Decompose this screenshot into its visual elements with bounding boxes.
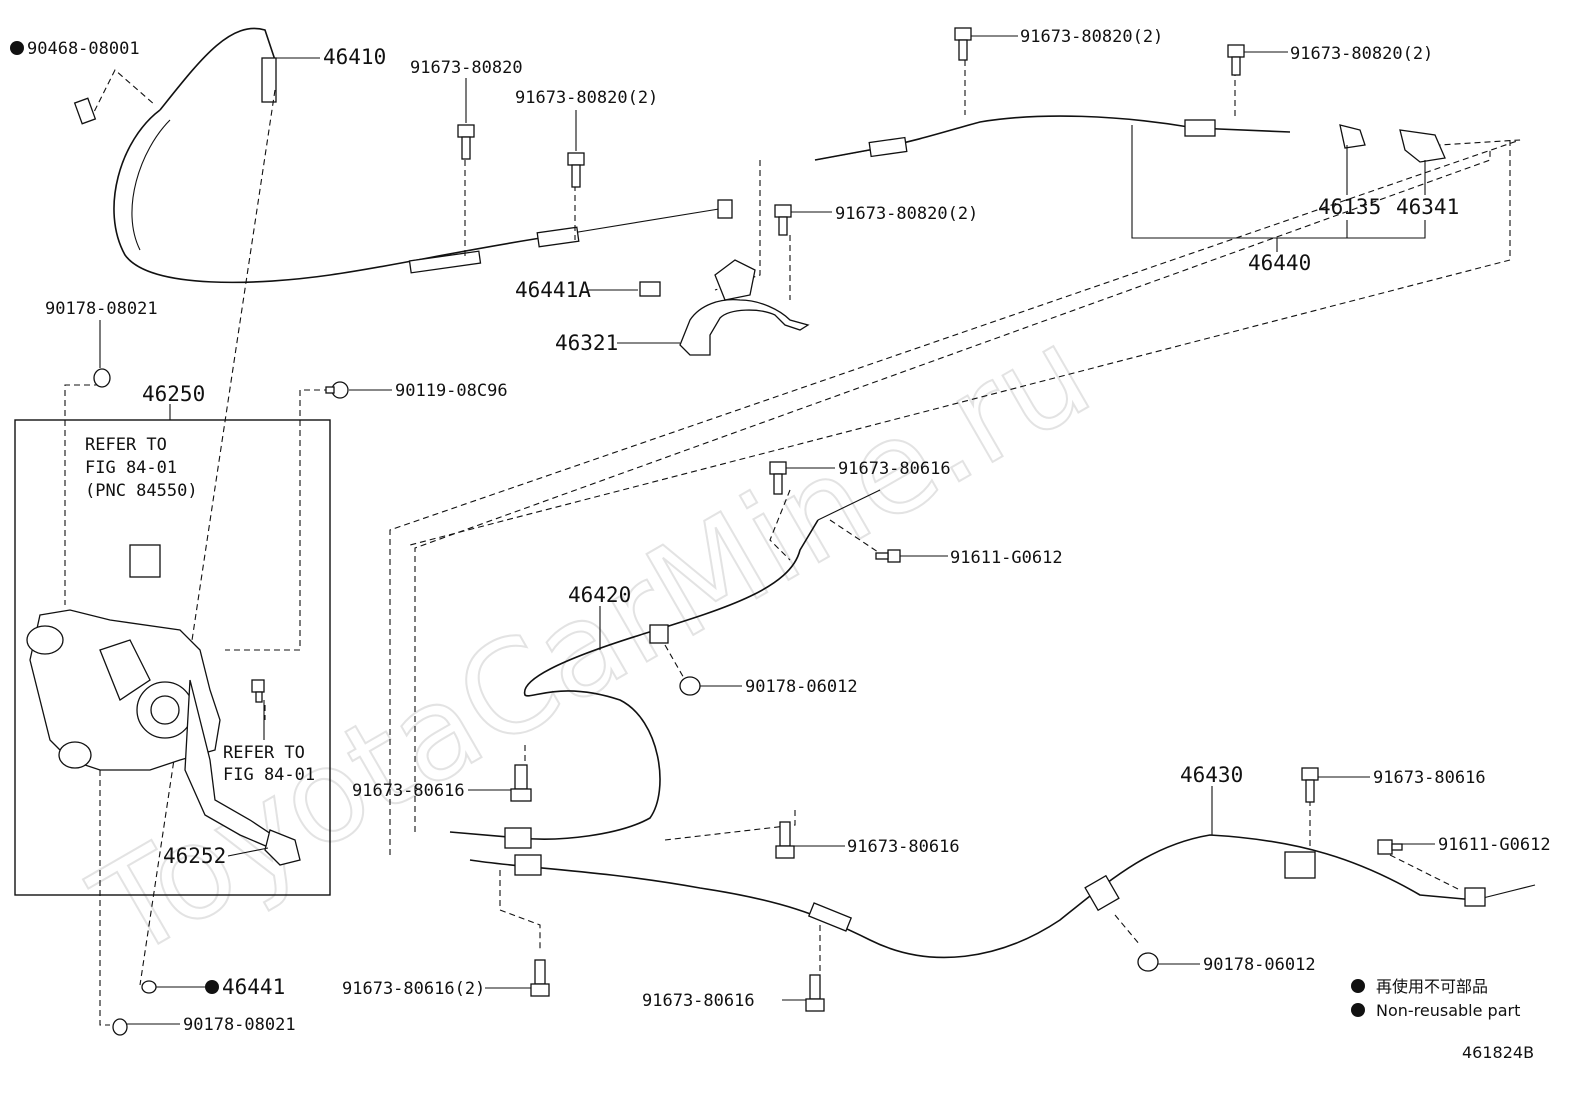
legend-english: Non-reusable part	[1376, 1001, 1520, 1020]
label-46440: 46440	[1248, 251, 1311, 275]
bolt-90119	[325, 381, 349, 399]
cable-46430	[469, 834, 1536, 959]
bolt-91673-80616-d	[775, 821, 795, 859]
label-91673-80616-e: 91673-80616(2)	[342, 979, 485, 999]
cable-46440	[814, 115, 1446, 163]
label-46430: 46430	[1180, 763, 1243, 787]
label-91673-80820-b: 91673-80820(2)	[515, 88, 658, 108]
pedal-assembly	[26, 544, 301, 866]
label-90178-08021-bottom: 90178-08021	[183, 1015, 296, 1035]
bolt-91611-g0612-b	[1377, 839, 1403, 855]
fasteners	[73, 27, 1403, 1036]
label-46250: 46250	[142, 382, 205, 406]
refer-b-line2: FIG 84-01	[223, 765, 315, 785]
bolt-panel	[251, 679, 265, 703]
legend: 再使用不可部品 Non-reusable part	[1351, 977, 1520, 1020]
clip-46441	[141, 980, 157, 994]
label-91673-80616-a: 91673-80616	[838, 459, 951, 479]
non-reusable-dot	[205, 980, 219, 994]
label-91673-80616-c: 91673-80616	[1373, 768, 1486, 788]
grommet-90178-08021-bottom	[112, 1018, 128, 1036]
cable-46410	[113, 27, 733, 284]
label-46441: 46441	[222, 975, 285, 999]
label-46441A: 46441A	[515, 278, 591, 302]
legend-japanese: 再使用不可部品	[1376, 977, 1488, 996]
grommet-90178-08021-top	[93, 368, 111, 388]
refer-b-line1: REFER TO	[223, 743, 305, 763]
label-90468-08001: 90468-08001	[27, 39, 140, 59]
label-46252: 46252	[163, 844, 226, 868]
non-reusable-dot	[10, 41, 24, 55]
legend-dot-1	[1351, 979, 1365, 993]
label-90178-06012-a: 90178-06012	[745, 677, 858, 697]
label-91673-80820-a: 91673-80820	[410, 58, 523, 78]
bolt-91673-80820-d	[1227, 44, 1245, 76]
part-labels: 90468-08001 46410 91673-80820 91673-8082…	[10, 27, 1551, 1035]
grommet-90178-06012-a	[679, 676, 701, 696]
label-91673-80616-d: 91673-80616	[847, 837, 960, 857]
label-91611-g0612-b: 91611-G0612	[1438, 835, 1551, 855]
dashed-leaders	[64, 50, 1521, 1026]
bolt-91673-80616-c	[1301, 767, 1319, 803]
leader-lines	[99, 35, 1435, 1025]
refer-a-line3: (PNC 84550)	[85, 481, 198, 501]
refer-a-line1: REFER TO	[85, 435, 167, 455]
figure-id: 461824B	[1462, 1043, 1534, 1062]
refer-a-line2: FIG 84-01	[85, 458, 177, 478]
label-46410: 46410	[323, 45, 386, 69]
label-91611-g0612-a: 91611-G0612	[950, 548, 1063, 568]
label-91673-80820-e: 91673-80820(2)	[835, 204, 978, 224]
assembly-box-46250	[14, 419, 331, 896]
label-46321: 46321	[555, 331, 618, 355]
bolt-91673-80616-a	[769, 461, 787, 495]
grommet-90178-06012-b	[1137, 952, 1159, 972]
bolt-91673-80820-c	[954, 27, 972, 61]
bracket-46321	[679, 259, 810, 356]
bolt-91673-80820-e	[774, 204, 792, 236]
label-46420: 46420	[568, 583, 631, 607]
clip-90468	[73, 97, 97, 125]
bolt-91673-80616-b	[510, 764, 532, 802]
label-90178-06012-b: 90178-06012	[1203, 955, 1316, 975]
label-91673-80616-b: 91673-80616	[352, 781, 465, 801]
watermark: ToyotaCarMine.ru	[70, 299, 1114, 988]
label-46135: 46135	[1318, 195, 1381, 219]
label-90178-08021-top: 90178-08021	[45, 299, 158, 319]
legend-dot-2	[1351, 1003, 1365, 1017]
label-46341: 46341	[1396, 195, 1459, 219]
bolt-91673-80616-f	[805, 974, 825, 1012]
label-91673-80820-d: 91673-80820(2)	[1290, 44, 1433, 64]
cable-46420	[449, 489, 881, 849]
label-91673-80820-c: 91673-80820(2)	[1020, 27, 1163, 47]
label-90119-08c96: 90119-08C96	[395, 381, 508, 401]
bolt-91673-80616-e	[530, 959, 550, 997]
label-91673-80616-f: 91673-80616	[642, 991, 755, 1011]
bolt-91673-80820-b	[567, 152, 585, 188]
bolt-91673-80820-a	[457, 124, 475, 160]
clip-46441A	[639, 281, 661, 297]
